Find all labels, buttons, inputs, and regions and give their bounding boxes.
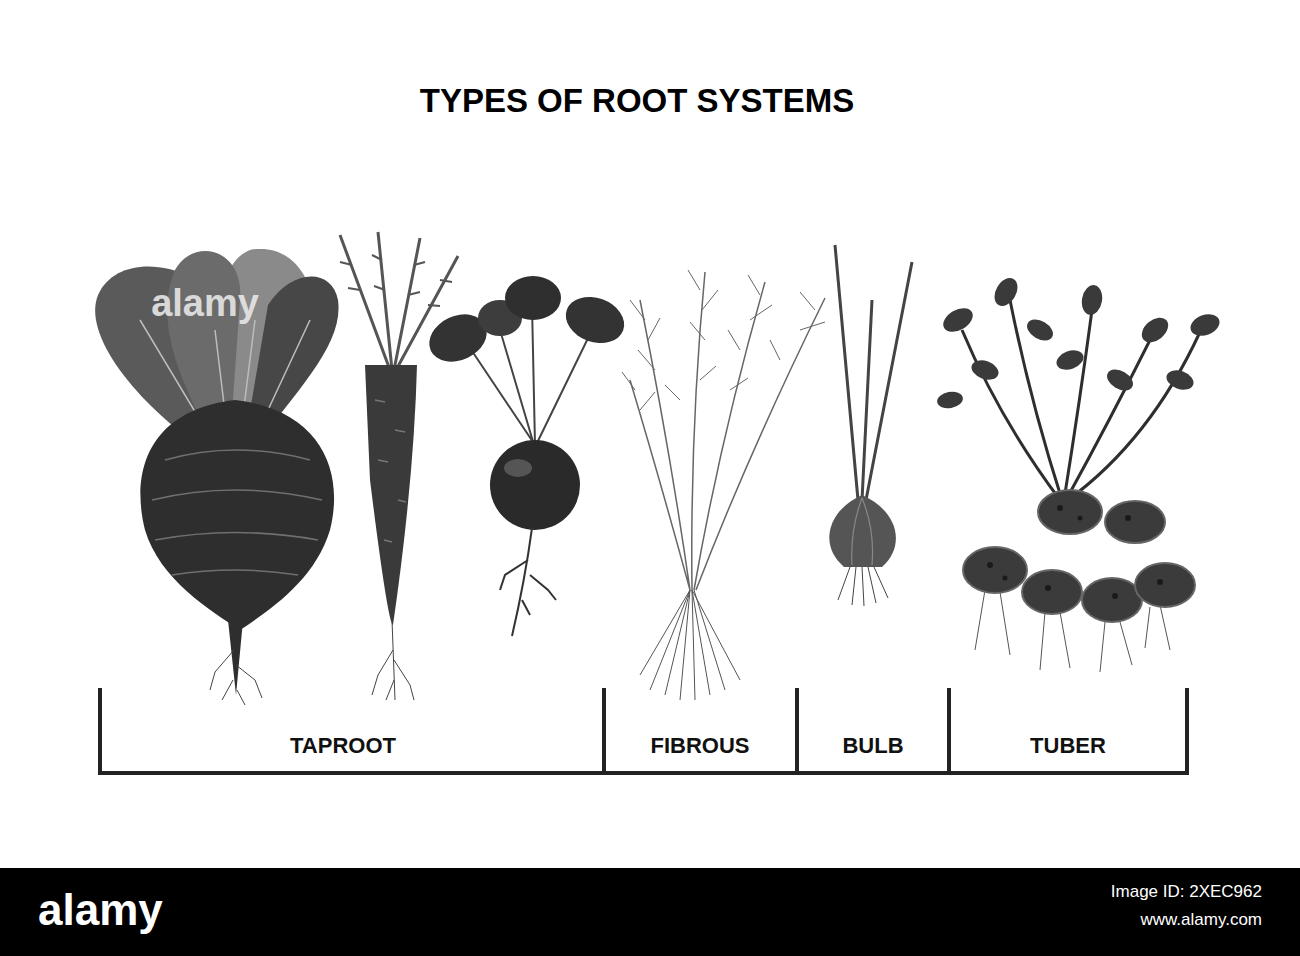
- watermark: alamy: [151, 282, 259, 325]
- dill-drawing: [622, 270, 825, 700]
- potato-drawing: [936, 274, 1223, 672]
- carrot-drawing: [340, 232, 458, 700]
- group-label: TUBER: [1030, 733, 1106, 759]
- site-url: www.alamy.com: [1140, 910, 1262, 930]
- image-id: Image ID: 2XEC962: [1111, 882, 1262, 902]
- onion-drawing: [829, 245, 912, 606]
- radish-drawing: [422, 276, 631, 636]
- group-label: BULB: [842, 733, 903, 759]
- title: TYPES OF ROOT SYSTEMS: [420, 82, 855, 120]
- group-label: TAPROOT: [290, 733, 396, 759]
- beet-drawing: [95, 249, 338, 705]
- group-label: FIBROUS: [651, 733, 750, 759]
- bracket-lines: [100, 688, 1187, 773]
- logo-text: alamy: [38, 885, 163, 935]
- footer-band: [0, 868, 1300, 956]
